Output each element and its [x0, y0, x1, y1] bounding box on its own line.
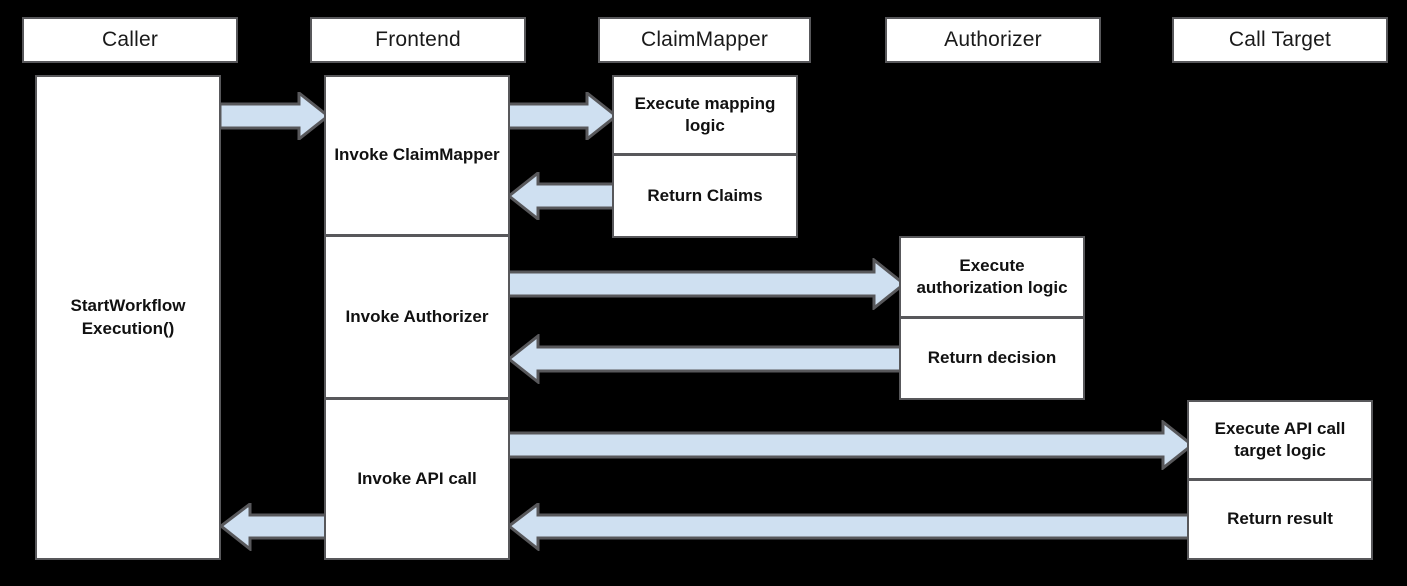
- step-label: Return Claims: [647, 185, 763, 205]
- step-claimmapper-execute-mapping-logic[interactable]: Execute mapping logic: [612, 75, 798, 155]
- arrow-caller-to-frontend: [220, 92, 330, 140]
- arrow-claimmapper-to-frontend: [506, 172, 618, 220]
- lane-header-claimmapper[interactable]: ClaimMapper: [598, 17, 811, 63]
- arrow-calltarget-to-frontend: [506, 503, 1194, 551]
- lane-header-label: Authorizer: [944, 28, 1042, 51]
- step-label: Return decision: [927, 348, 1057, 368]
- lane-header-caller[interactable]: Caller: [22, 17, 238, 63]
- lane-header-frontend[interactable]: Frontend: [310, 17, 526, 63]
- lane-header-authorizer[interactable]: Authorizer: [885, 17, 1101, 63]
- step-calltarget-execute-api-call-target-logic[interactable]: Execute API call target logic: [1187, 400, 1373, 480]
- arrow-authorizer-to-frontend: [506, 334, 906, 384]
- arrow-frontend-to-authorizer: [508, 258, 906, 310]
- step-label: Execute authorization logic: [916, 255, 1068, 297]
- arrow-frontend-to-calltarget: [508, 420, 1194, 470]
- step-label: Invoke Authorizer: [345, 306, 489, 326]
- step-frontend-invoke-claimmapper[interactable]: Invoke ClaimMapper: [324, 75, 510, 236]
- step-label: StartWorkflow Execution(): [70, 296, 186, 338]
- lane-header-label: ClaimMapper: [640, 28, 769, 51]
- step-label: Return result: [1227, 509, 1333, 529]
- step-label: Invoke ClaimMapper: [334, 145, 500, 165]
- step-label: Execute API call target logic: [1214, 418, 1346, 460]
- step-label: Invoke API call: [357, 468, 477, 488]
- step-caller-start-workflow[interactable]: StartWorkflow Execution(): [35, 75, 221, 560]
- step-label: Execute mapping logic: [634, 93, 776, 135]
- lane-header-label: Call Target: [1228, 28, 1332, 51]
- step-frontend-invoke-authorizer[interactable]: Invoke Authorizer: [324, 236, 510, 399]
- arrow-frontend-to-claimmapper: [508, 92, 618, 140]
- arrow-frontend-to-caller: [218, 503, 330, 551]
- lane-header-label: Frontend: [375, 28, 461, 51]
- lane-header-label: Caller: [101, 28, 159, 51]
- step-authorizer-execute-authorization-logic[interactable]: Execute authorization logic: [899, 236, 1085, 318]
- step-frontend-invoke-api-call[interactable]: Invoke API call: [324, 399, 510, 560]
- step-calltarget-return-result[interactable]: Return result: [1187, 480, 1373, 560]
- lane-header-calltarget[interactable]: Call Target: [1172, 17, 1388, 63]
- step-claimmapper-return-claims[interactable]: Return Claims: [612, 155, 798, 238]
- step-authorizer-return-decision[interactable]: Return decision: [899, 318, 1085, 400]
